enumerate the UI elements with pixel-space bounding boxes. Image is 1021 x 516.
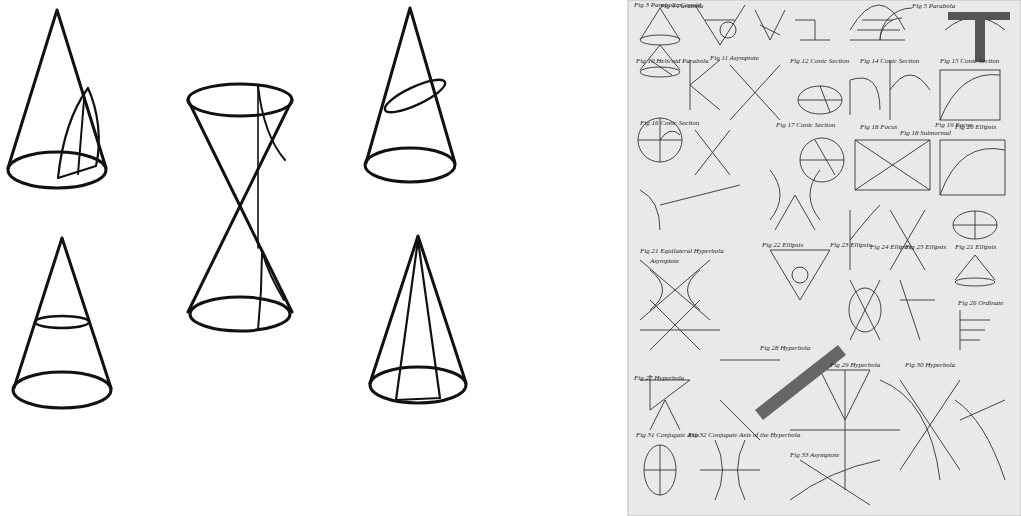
figure-caption: Fig 23 Ellipsis bbox=[830, 242, 871, 249]
figure-caption: Fig 16 Conic Section bbox=[640, 120, 699, 127]
figure-caption: Fig 10 Helicoid Parabola bbox=[636, 58, 709, 65]
figure-caption: Fig 21 Equilateral Hyperbola bbox=[640, 248, 724, 255]
figure-caption: Fig 20 Ellipsis bbox=[955, 124, 996, 131]
figure-caption: Fig 32 Conjugate Axis of the Hyperbola bbox=[688, 432, 800, 439]
figure-caption: Fig 30 Hyperbola bbox=[905, 362, 955, 369]
figure-caption: Fig 12 Conic Section bbox=[790, 58, 849, 65]
figure-caption: Fig 18 Subnormal bbox=[900, 130, 951, 137]
figure-caption: Asymptote bbox=[650, 258, 679, 265]
figure-caption: Fig 11 Asymptote bbox=[710, 55, 759, 62]
figure-caption: Fig 27 Hyperbola bbox=[634, 375, 684, 382]
figure-caption: Fig 21 Ellipsis bbox=[955, 244, 996, 251]
figure-caption: Fig 29 Hyperbola bbox=[830, 362, 880, 369]
figure-caption: Fig 28 Hyperbola bbox=[760, 345, 810, 352]
figure-caption: Fig 33 Asymptote bbox=[790, 452, 839, 459]
figure-caption: Fig 17 Conic Section bbox=[776, 122, 835, 129]
figure-caption: Fig 4 Parabola bbox=[660, 3, 703, 10]
figure-caption: Fig 5 Parabola bbox=[912, 3, 955, 10]
figure-caption: Fig 22 Ellipsis bbox=[762, 242, 803, 249]
figure-caption: Fig 14 Conic Section bbox=[860, 58, 919, 65]
figure-caption: Fig 26 Ordinate bbox=[958, 300, 1003, 307]
figure-caption: Fig 25 Ellipsis bbox=[905, 244, 946, 251]
figure-caption: Fig 18 Focus bbox=[860, 124, 897, 131]
figure-caption: Fig 15 Conic Section bbox=[940, 58, 999, 65]
